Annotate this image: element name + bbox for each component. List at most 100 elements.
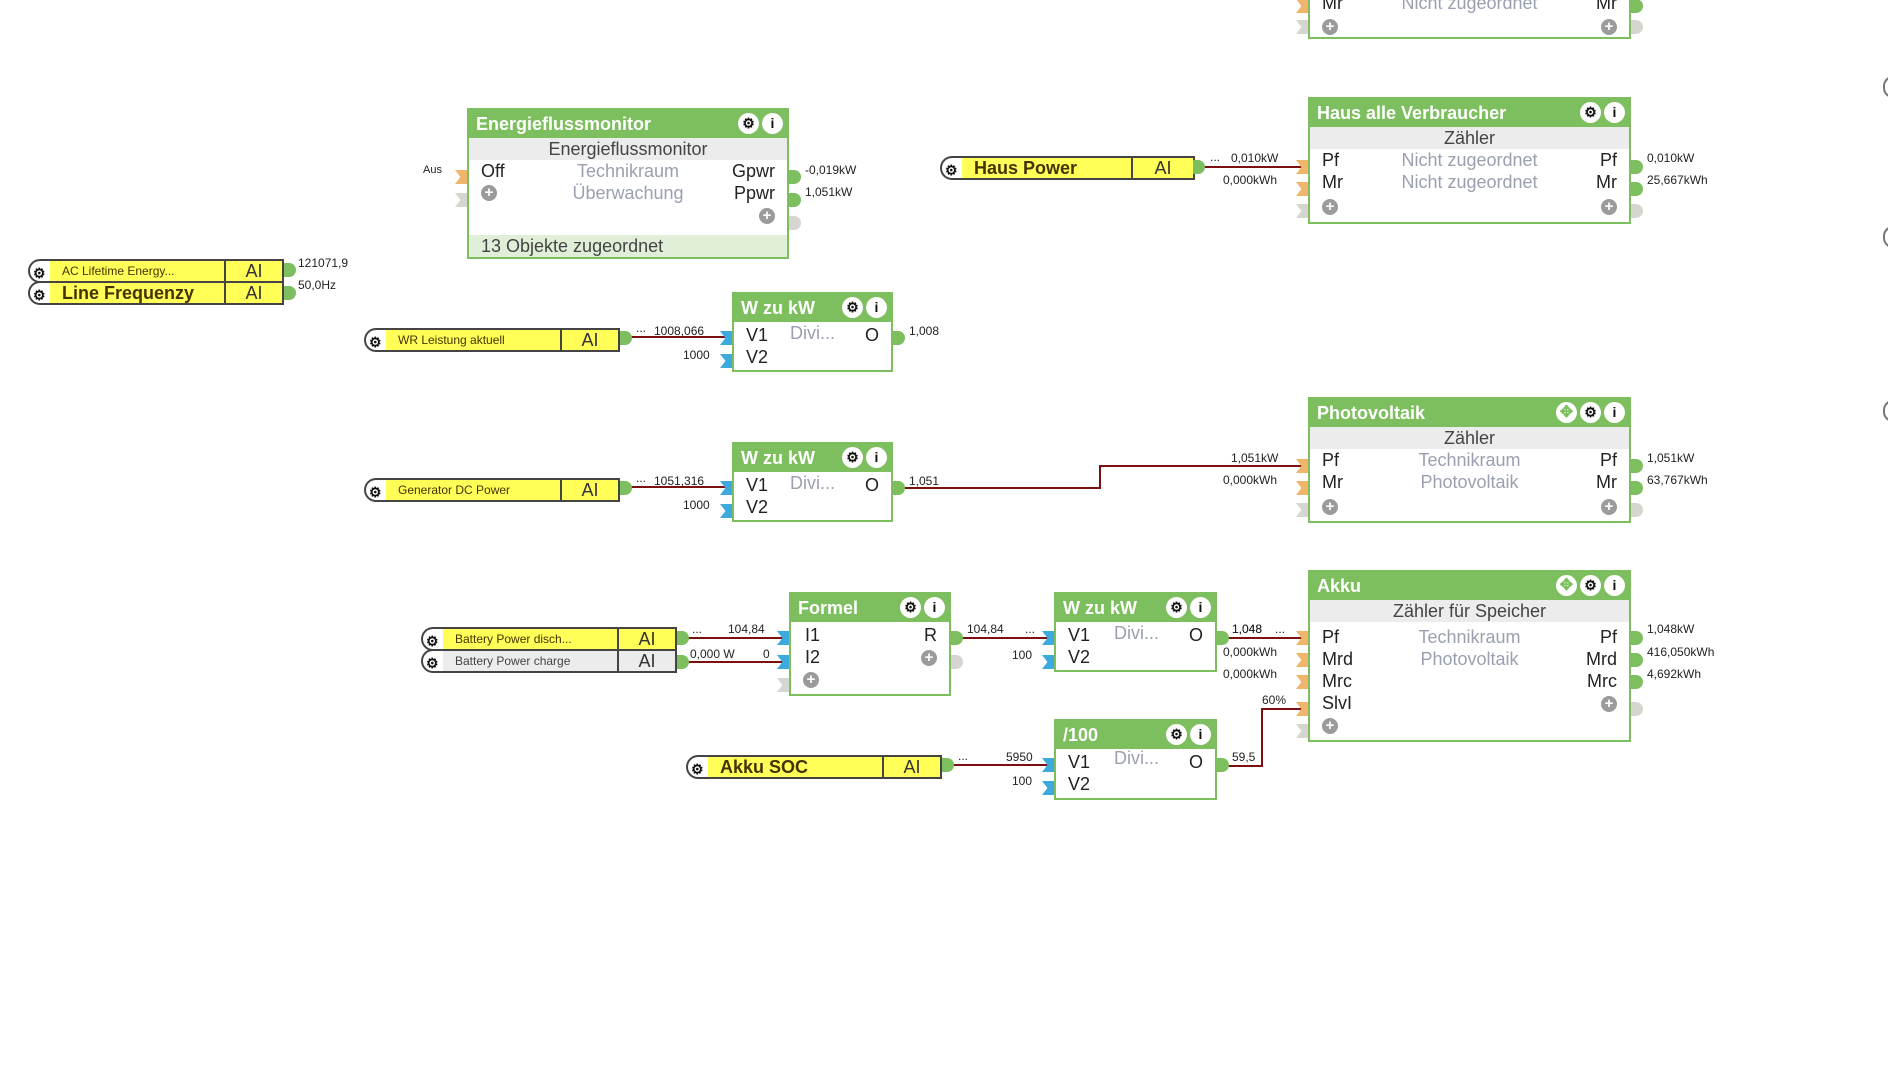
output-port[interactable] (942, 758, 954, 772)
input-port-v1[interactable] (720, 481, 732, 495)
input-port-v2[interactable] (1042, 655, 1054, 669)
block-akku[interactable]: Akku ✥⚙i Zähler für Speicher Pf Technikr… (1308, 570, 1631, 742)
add-output-icon[interactable]: + (1601, 499, 1617, 515)
info-icon[interactable]: i (1190, 724, 1211, 745)
input-port-i1[interactable] (777, 631, 789, 645)
gear-icon[interactable]: ⚙ (900, 597, 921, 618)
add-output-icon[interactable]: + (759, 208, 775, 224)
info-icon[interactable]: i (762, 113, 783, 134)
input-object-ac-lifetime[interactable]: ⚙ AC Lifetime Energy... AI (28, 259, 284, 283)
input-port-add[interactable] (1296, 724, 1308, 738)
output-port-o[interactable] (893, 481, 905, 495)
output-port[interactable] (677, 655, 689, 669)
block-w-zu-kw-3[interactable]: W zu kW ⚙i V1 Divi... O V2 (1054, 592, 1217, 672)
add-output-icon[interactable]: + (1601, 199, 1617, 215)
add-output-icon[interactable]: + (921, 650, 937, 666)
output-port-add[interactable] (789, 216, 801, 230)
assigned-objects-count[interactable]: 13 Objekte zugeordnet (469, 235, 787, 257)
gear-icon[interactable]: ⚙ (691, 761, 704, 777)
output-port[interactable] (620, 481, 632, 495)
output-port-ppwr[interactable] (789, 193, 801, 207)
input-port-add[interactable] (455, 193, 467, 207)
input-port-v2[interactable] (720, 504, 732, 518)
add-output-icon[interactable]: + (1601, 696, 1617, 712)
input-object-wr-leistung[interactable]: ⚙ WR Leistung aktuell AI (364, 328, 620, 352)
input-port-v1[interactable] (1042, 631, 1054, 645)
input-port-v1[interactable] (1042, 758, 1054, 772)
input-port-slvi[interactable] (1296, 702, 1308, 716)
input-port-mr[interactable] (1296, 481, 1308, 495)
block-photovoltaik[interactable]: Photovoltaik ✥⚙i Zähler Pf Technikraum P… (1308, 397, 1631, 523)
output-port-pf[interactable] (1631, 631, 1643, 645)
input-port-mrd[interactable] (1296, 653, 1308, 667)
input-port-v1[interactable] (720, 331, 732, 345)
offscreen-input-cap[interactable] (1883, 76, 1888, 98)
output-port-mr[interactable] (1631, 182, 1643, 196)
gear-icon[interactable]: ⚙ (1580, 102, 1601, 123)
info-icon[interactable]: i (1604, 575, 1625, 596)
block-w-zu-kw-1[interactable]: W zu kW ⚙i V1 Divi... O V2 (732, 292, 893, 372)
input-port-mrc[interactable] (1296, 675, 1308, 689)
block-formel[interactable]: Formel ⚙i I1 R I2 + + (789, 592, 951, 696)
gear-icon[interactable]: ⚙ (369, 484, 382, 500)
gear-icon[interactable]: ⚙ (1580, 575, 1601, 596)
output-port[interactable] (284, 286, 296, 300)
output-port-gpwr[interactable] (789, 170, 801, 184)
input-object-akku-soc[interactable]: ⚙ Akku SOC AI (686, 755, 942, 779)
output-port[interactable] (677, 631, 689, 645)
gear-icon[interactable]: ⚙ (426, 655, 439, 671)
add-input-icon[interactable]: + (481, 185, 497, 201)
input-object-haus-power[interactable]: ⚙ Haus Power AI (940, 156, 1195, 180)
output-port-o[interactable] (893, 331, 905, 345)
input-port-i2[interactable] (777, 655, 789, 669)
move-icon[interactable]: ✥ (1556, 575, 1577, 596)
output-port[interactable] (1631, 0, 1643, 13)
offscreen-input-cap[interactable] (1883, 400, 1888, 422)
input-port-mr[interactable] (1296, 182, 1308, 196)
input-port-off[interactable] (455, 170, 467, 184)
input-object-battery-charge[interactable]: ⚙ Battery Power charge AI (421, 649, 677, 673)
gear-icon[interactable]: ⚙ (842, 447, 863, 468)
gear-icon[interactable]: ⚙ (842, 297, 863, 318)
output-port-r[interactable] (951, 631, 963, 645)
output-port-pf[interactable] (1631, 459, 1643, 473)
input-object-battery-disch[interactable]: ⚙ Battery Power disch... AI (421, 627, 677, 651)
add-input-icon[interactable]: + (1322, 499, 1338, 515)
info-icon[interactable]: i (924, 597, 945, 618)
gear-icon[interactable]: ⚙ (945, 162, 958, 178)
output-port[interactable] (284, 263, 296, 277)
output-port-mr[interactable] (1631, 481, 1643, 495)
gear-icon[interactable]: ⚙ (738, 113, 759, 134)
gear-icon[interactable]: ⚙ (1166, 597, 1187, 618)
gear-icon[interactable]: ⚙ (369, 334, 382, 350)
add-output-icon[interactable]: + (1601, 19, 1617, 35)
block-w-zu-kw-2[interactable]: W zu kW ⚙i V1 Divi... O V2 (732, 442, 893, 522)
input-port-v2[interactable] (720, 354, 732, 368)
add-input-icon[interactable]: + (1322, 199, 1338, 215)
gear-icon[interactable]: ⚙ (1580, 402, 1601, 423)
output-port-mrd[interactable] (1631, 653, 1643, 667)
input-port-pf[interactable] (1296, 459, 1308, 473)
info-icon[interactable]: i (866, 447, 887, 468)
output-port-mrc[interactable] (1631, 675, 1643, 689)
gear-icon[interactable]: ⚙ (33, 265, 46, 281)
gear-icon[interactable]: ⚙ (33, 287, 46, 303)
info-icon[interactable]: i (1190, 597, 1211, 618)
input-port-add[interactable] (1296, 204, 1308, 218)
input-port-pf[interactable] (1296, 160, 1308, 174)
output-port-pf[interactable] (1631, 160, 1643, 174)
output-port-add[interactable] (951, 655, 963, 669)
output-port[interactable] (620, 331, 632, 345)
info-icon[interactable]: i (866, 297, 887, 318)
output-port-add[interactable] (1631, 204, 1643, 218)
output-port-o[interactable] (1217, 758, 1229, 772)
input-port[interactable] (1296, 0, 1308, 13)
offscreen-input-cap[interactable] (1883, 226, 1888, 248)
input-port-add[interactable] (777, 678, 789, 692)
input-port-add[interactable] (1296, 20, 1308, 34)
info-icon[interactable]: i (1604, 402, 1625, 423)
output-port-add[interactable] (1631, 20, 1643, 34)
add-input-icon[interactable]: + (1322, 19, 1338, 35)
add-input-icon[interactable]: + (1322, 718, 1338, 734)
gear-icon[interactable]: ⚙ (426, 633, 439, 649)
